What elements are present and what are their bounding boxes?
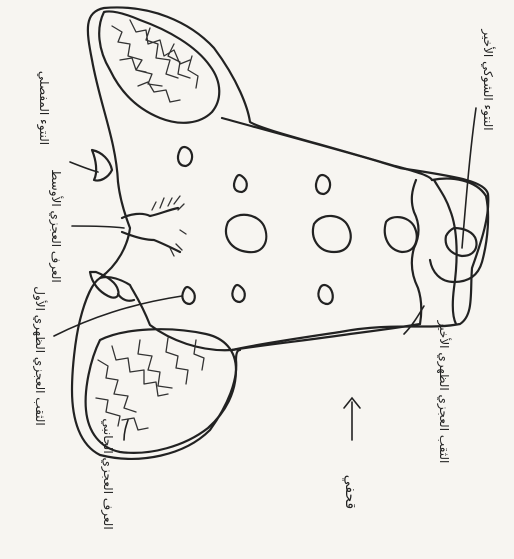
label-median-sacral-crest: العرف العجزي الأوسط	[49, 169, 63, 282]
sacrum-outline	[72, 7, 488, 458]
label-posterior-foramen-1: الثقب العجزي الظهري الأول	[33, 286, 47, 426]
label-articular-process: النتوء المفصلي	[37, 71, 51, 145]
label-spinous-process-last: النتوء الشوكي الأخير	[481, 29, 495, 130]
last-spinous-process	[430, 179, 488, 282]
label-lateral-sacral-crest: العرف العجزي الجانبي	[101, 418, 115, 529]
posterior-foramina	[178, 147, 333, 304]
median-crest-ridge	[122, 196, 186, 256]
arrow-right-icon	[344, 398, 360, 440]
label-cranial: قحفي	[342, 475, 358, 509]
median-body-lines	[222, 118, 457, 350]
central-openings	[226, 215, 417, 252]
label-posterior-foramen-last: الثقب العجزي الظهري الأخير	[437, 321, 451, 464]
lateral-crest-left	[99, 11, 219, 122]
